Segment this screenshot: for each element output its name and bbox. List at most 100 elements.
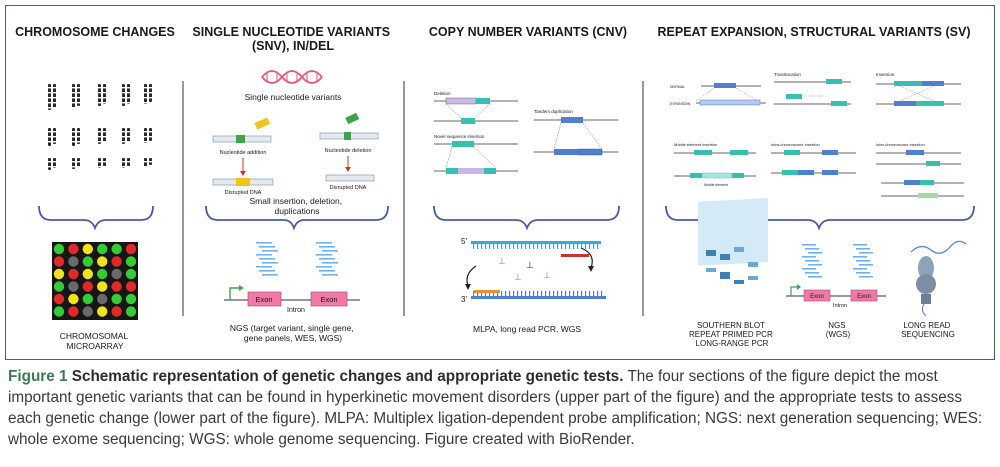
inter-insertion-label: Inter-chromosome insertion — [876, 142, 925, 147]
sequence-read — [256, 242, 272, 244]
test-label-mlpa: MLPA, long read PCR, WGS — [473, 324, 581, 334]
microarray-spot — [68, 293, 79, 305]
microarray-spot — [53, 268, 65, 280]
microarray-spot — [82, 243, 94, 255]
sequence-read — [808, 276, 822, 278]
microarray-spot — [111, 293, 122, 305]
microarray-spot — [125, 306, 137, 317]
sequence-read — [316, 254, 332, 256]
svg-text:⊥: ⊥ — [498, 256, 506, 266]
chromosome — [98, 158, 101, 168]
intra-insertion-illustration — [771, 150, 856, 175]
inter-insertion-illustration — [876, 150, 964, 198]
inversion-illustration — [876, 81, 961, 106]
microarray-spot — [82, 281, 94, 292]
ngs-reads — [256, 242, 338, 276]
chromosome — [149, 128, 152, 141]
sequence-read — [319, 270, 335, 272]
svg-text:⊥: ⊥ — [526, 260, 534, 270]
expansion-label: EXPANSION — [670, 102, 691, 106]
microarray-spot — [68, 281, 79, 292]
nanopore-icon — [910, 240, 967, 317]
chromosome — [77, 84, 80, 106]
sequence-read — [319, 246, 335, 248]
exon-label: Exon — [810, 294, 824, 300]
chromosome — [144, 158, 147, 167]
section-title-chromosome: CHROMOSOME CHANGES — [15, 25, 175, 39]
figure-title: Schematic representation of genetic chan… — [71, 368, 624, 385]
mobile-element-label: Mobile element — [704, 183, 728, 187]
microarray-spot — [111, 306, 122, 317]
normal-label: NORMAL — [670, 85, 685, 89]
microarray-spot — [111, 281, 122, 292]
microarray-spot — [111, 256, 122, 267]
sequence-read — [256, 254, 272, 256]
ngs-reads — [802, 244, 873, 278]
inversion-label: Inversion — [876, 72, 895, 77]
sequence-read — [853, 268, 867, 270]
sequence-read — [859, 252, 873, 254]
sequence-read — [808, 252, 822, 254]
bracket-label-snv: Small insertion, deletion, duplications — [250, 196, 345, 216]
microarray-spot — [125, 281, 137, 292]
figure-number: Figure 1 — [8, 368, 68, 385]
repeat-expansion-illustration — [695, 83, 766, 106]
microarray-spot — [68, 243, 79, 255]
microarray-spot — [111, 268, 122, 280]
primer-5-label: 5' — [461, 237, 467, 246]
microarray-spot — [125, 293, 137, 305]
gene-structure — [224, 285, 360, 307]
chromosome — [144, 84, 147, 104]
sequence-read — [802, 244, 816, 246]
microarray-spots — [53, 243, 137, 317]
microarray-spot — [97, 293, 108, 305]
microarray-spot — [125, 268, 137, 280]
section-title-snv: SINGLE NUCLEOTIDE VARIANTS (SNV), IN/DEL — [192, 25, 393, 53]
exon-label: Exon — [857, 294, 871, 300]
test-label-microarray: CHROMOSOMAL MICROARRAY — [60, 331, 131, 351]
exon-box — [803, 289, 831, 302]
sequence-read — [262, 274, 278, 276]
section-title-repeat-sv: REPEAT EXPANSION, STRUCTURAL VARIANTS (S… — [658, 25, 971, 39]
karyotype-chromosomes — [48, 84, 152, 170]
chromosome — [122, 158, 125, 168]
sequence-read — [856, 272, 870, 274]
sequence-read — [322, 250, 338, 252]
sequence-read — [322, 274, 338, 276]
microarray-spot — [82, 256, 94, 267]
deletion-illustration — [434, 97, 518, 124]
sequence-read — [256, 266, 272, 268]
microarray-spot — [53, 293, 65, 305]
exon-box — [850, 289, 878, 302]
microarray-spot — [82, 268, 94, 280]
microarray-chip — [52, 242, 138, 320]
primer-3-label: 3' — [461, 295, 467, 304]
chromosome — [144, 128, 147, 143]
microarray-spot — [97, 306, 108, 317]
sequence-read — [259, 270, 275, 272]
sequence-read — [853, 244, 867, 246]
sequence-read — [853, 256, 867, 258]
exon-label: Exon — [255, 295, 272, 304]
chromosome — [127, 84, 130, 104]
caption-body: The four sections of the figure depict t… — [8, 368, 983, 448]
novel-insertion-label: Novel sequence insertion — [434, 134, 485, 139]
disrupted-dna-label-2: Disrupted DNA — [330, 185, 367, 191]
dna-helix-icon — [261, 70, 323, 84]
tandem-duplication-label: Tandem duplication — [534, 109, 573, 114]
chromosome — [53, 158, 56, 168]
test-label-ngs: NGS (target variant, single gene, gene p… — [230, 323, 356, 343]
chromosome — [77, 158, 80, 167]
intron-label: Intron — [287, 307, 305, 314]
sequence-read — [319, 258, 335, 260]
chromosome — [103, 84, 106, 104]
microarray-spot — [53, 281, 65, 292]
microarray-spot — [97, 268, 108, 280]
sequence-read — [316, 266, 332, 268]
sequence-read — [856, 248, 870, 250]
section-title-cnv: COPY NUMBER VARIANTS (CNV) — [429, 25, 627, 39]
microarray-spot — [53, 256, 65, 267]
microarray-spot — [111, 243, 122, 255]
microarray-spot — [68, 268, 79, 280]
sequence-read — [859, 276, 873, 278]
